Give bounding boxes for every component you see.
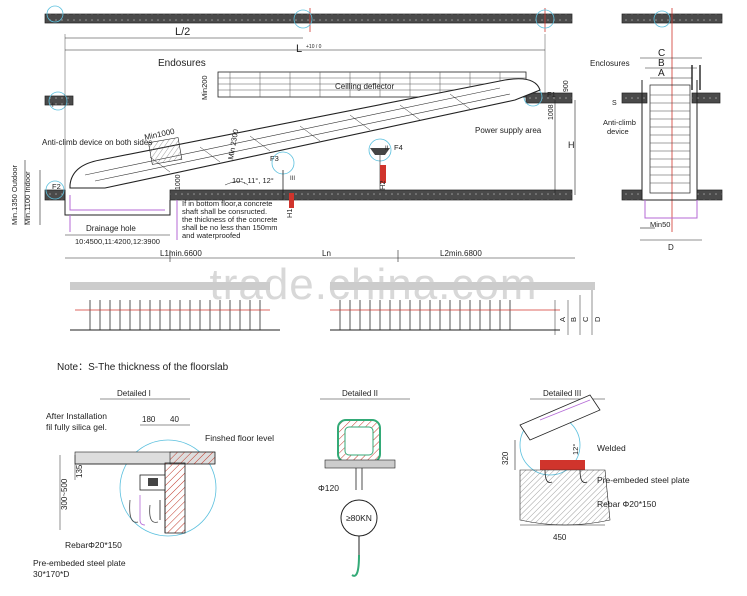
concrete-note-5: and waterproofed	[182, 231, 240, 240]
l2-label: L2min.6800	[440, 249, 482, 258]
escalator-truss	[69, 78, 541, 189]
strip-label-c: C	[581, 316, 590, 322]
lower-pit	[64, 190, 171, 216]
angles-label: 10°, 11°, 12°	[232, 176, 274, 185]
height-h-label: H	[568, 140, 575, 150]
min-indoor-label: Min.1100 Indoor	[23, 171, 32, 225]
detail-1-dim-135: 135	[75, 464, 84, 478]
ln-label: Ln	[322, 249, 331, 258]
strip-label-a: A	[558, 317, 567, 322]
dim-1000-label: 1000	[175, 174, 182, 190]
detail-3-title: Detailed III	[543, 389, 581, 398]
upper-right-slab	[525, 92, 573, 104]
side-c-label: C	[658, 48, 665, 59]
detail-1-plate-size: 30*170*D	[33, 569, 69, 579]
concrete-note-4: shall be no less than 150mm	[182, 223, 277, 232]
f3-label: F3	[270, 154, 279, 163]
drainage-label: Drainage hole	[86, 224, 136, 233]
concrete-note-2: shaft shall be consructed.	[182, 207, 267, 216]
roman-i-label: I	[52, 103, 54, 109]
side-b-label: B	[658, 58, 665, 69]
detail-2-drawing	[320, 398, 410, 577]
detail-1-plate: Pre-embeded steel plate	[33, 558, 126, 568]
detail-3-dim-450: 450	[553, 533, 567, 542]
roman-ii-label: II	[385, 146, 389, 152]
ceiling-deflector-label: Ceilling deflector	[335, 82, 394, 91]
pit-lengths-label: 10:4500,11:4200,12:3900	[75, 237, 160, 246]
detail-2-load: ≥80KN	[346, 513, 372, 523]
upper-left-slab	[44, 95, 74, 106]
lower-mid-slab	[169, 189, 573, 201]
h2-label: H2	[378, 180, 387, 190]
side-anti-climb-2: device	[607, 127, 629, 136]
side-anti-climb-1: Anti-climb	[603, 118, 636, 127]
h1-label: H1	[285, 208, 294, 218]
detail-3-angle: 12°	[571, 444, 580, 455]
strip-label-b: B	[569, 317, 578, 322]
side-section	[621, 8, 723, 241]
side-enclosures-label: Enclosures	[590, 59, 630, 68]
roman-iii-label: III	[290, 176, 295, 182]
half-length-label: L/2	[175, 26, 190, 38]
dim-1008-label: 1008	[548, 104, 555, 120]
detail-1-finished: Finshed floor level	[205, 433, 274, 443]
concrete-note-3: the thickness of the concrete	[182, 215, 277, 224]
detail-3-drawing	[514, 394, 611, 526]
anti-climb-label: Anti-climb device on both sides	[42, 138, 152, 147]
total-length-tolerance: +10 / 0	[306, 44, 322, 50]
min200-label: Min200	[200, 75, 209, 100]
detail-2-title: Detailed II	[342, 389, 378, 398]
detail-1-dim-300-500: 300~500	[60, 478, 69, 510]
detail-2-phi: Φ120	[318, 483, 339, 493]
enclosures-label: Endosures	[158, 58, 206, 69]
top-ceiling-slab	[44, 13, 573, 24]
detail-3-dim-320: 320	[501, 451, 510, 465]
f1-label: F1	[547, 90, 556, 99]
detail-3-rebar: Rebar Φ20*150	[597, 499, 657, 509]
detail-1-dim-40: 40	[170, 415, 179, 424]
side-min50-label: Min50	[650, 220, 670, 229]
detail-3-welded: Welded	[597, 443, 626, 453]
detail-1-rebar: RebarΦ20*150	[65, 540, 122, 550]
floor-section-strip	[70, 282, 595, 335]
side-a-label: A	[658, 68, 665, 79]
detail-1-after-2: fil fully silica gel.	[46, 422, 107, 432]
detail-1-title: Detailed I	[117, 389, 151, 398]
side-d-label: D	[668, 243, 674, 252]
power-supply-label: Power supply area	[475, 126, 542, 135]
concrete-note-1: If in bottom floor,a concrete	[182, 199, 272, 208]
detail-1-dim-180: 180	[142, 415, 156, 424]
detail-1-drawing	[59, 398, 217, 537]
note-text: Note：S-The thickness of the floorslab	[57, 362, 229, 373]
s-label: S	[612, 100, 617, 107]
f2-label: F2	[52, 182, 61, 191]
main-elevation	[24, 5, 576, 262]
detail-1-after-1: After Installation	[46, 411, 107, 421]
f4-label: F4	[394, 143, 403, 152]
min-outdoor-label: Min.1350 Outdoor	[10, 164, 19, 225]
detail-3-plate: Pre-embeded steel plate	[597, 475, 690, 485]
strip-label-d: D	[593, 316, 602, 322]
dim-900-label: 900	[563, 80, 570, 92]
total-length-label: L	[296, 43, 302, 55]
l1-label: L1min.6600	[160, 249, 202, 258]
